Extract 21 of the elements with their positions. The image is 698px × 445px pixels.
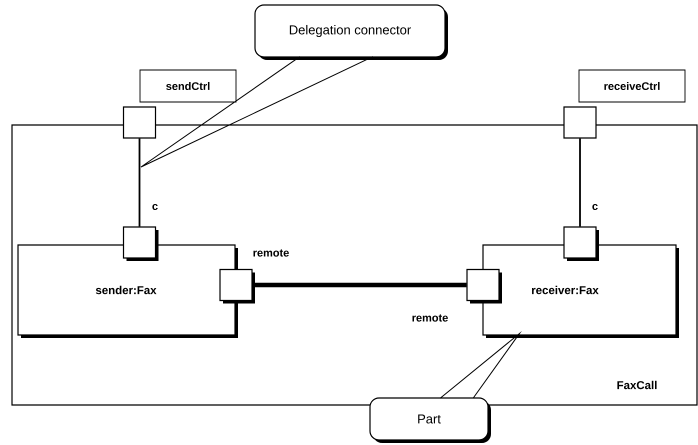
port-name: c — [592, 204, 598, 210]
port-label: sendCtrl — [140, 70, 236, 102]
port-square — [563, 106, 597, 139]
leader-line — [140, 56, 374, 168]
port-square — [466, 268, 502, 304]
port-name: c — [152, 204, 158, 210]
port-name: remote — [253, 249, 289, 257]
part-box: sender:Fax — [17, 244, 238, 338]
port-square — [122, 106, 156, 139]
port-square — [563, 226, 599, 261]
callout-bubble: Part — [369, 397, 491, 443]
connector-line — [138, 138, 140, 226]
port-name: remote — [412, 314, 448, 322]
port-square — [122, 226, 158, 261]
port-label: receiveCtrl — [578, 70, 686, 102]
callout-bubble: Delegation connector — [254, 4, 448, 60]
port-square — [219, 268, 255, 304]
connector-line — [252, 282, 466, 288]
part-box: receiver:Fax — [482, 244, 679, 338]
leader-line — [440, 330, 522, 399]
connector-line — [579, 138, 581, 226]
